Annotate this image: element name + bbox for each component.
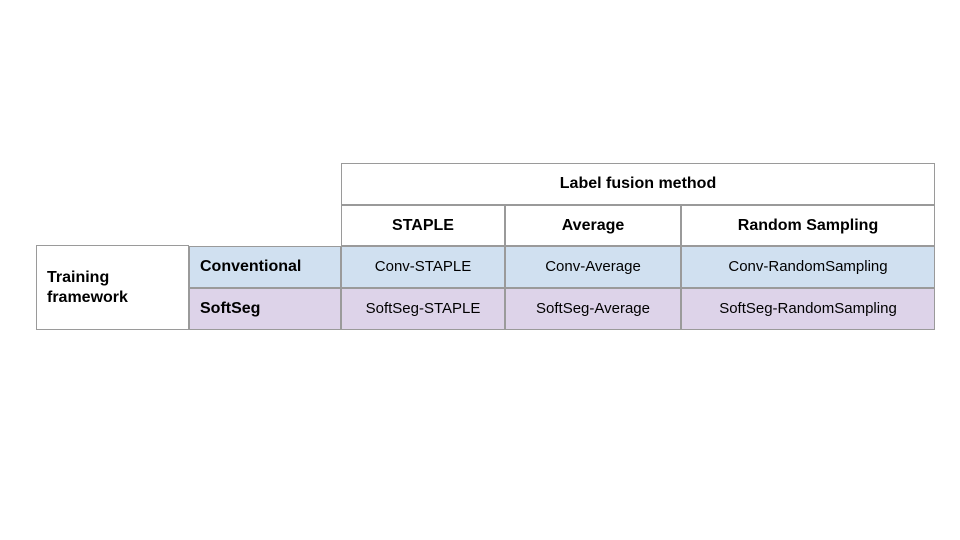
row-header-softseg: SoftSeg: [189, 288, 341, 330]
matrix-cell-softseg-random-sampling: SoftSeg-RandomSampling: [681, 288, 935, 330]
matrix-corner-spacer: [36, 163, 341, 245]
row-group-header-label: Training framework: [47, 268, 128, 306]
column-group-header-label-fusion-method: Label fusion method: [341, 163, 935, 205]
matrix-cell-conventional-staple: Conv-STAPLE: [341, 246, 505, 288]
column-header-average: Average: [505, 205, 681, 246]
row-header-conventional: Conventional: [189, 246, 341, 288]
row-group-header-training-framework: Training framework: [36, 245, 189, 330]
matrix-cell-softseg-average: SoftSeg-Average: [505, 288, 681, 330]
matrix-cell-conventional-average: Conv-Average: [505, 246, 681, 288]
column-header-staple: STAPLE: [341, 205, 505, 246]
matrix-cell-softseg-staple: SoftSeg-STAPLE: [341, 288, 505, 330]
column-header-random-sampling: Random Sampling: [681, 205, 935, 246]
method-naming-matrix: Label fusion method STAPLE Average Rando…: [36, 163, 935, 330]
matrix-cell-conventional-random-sampling: Conv-RandomSampling: [681, 246, 935, 288]
